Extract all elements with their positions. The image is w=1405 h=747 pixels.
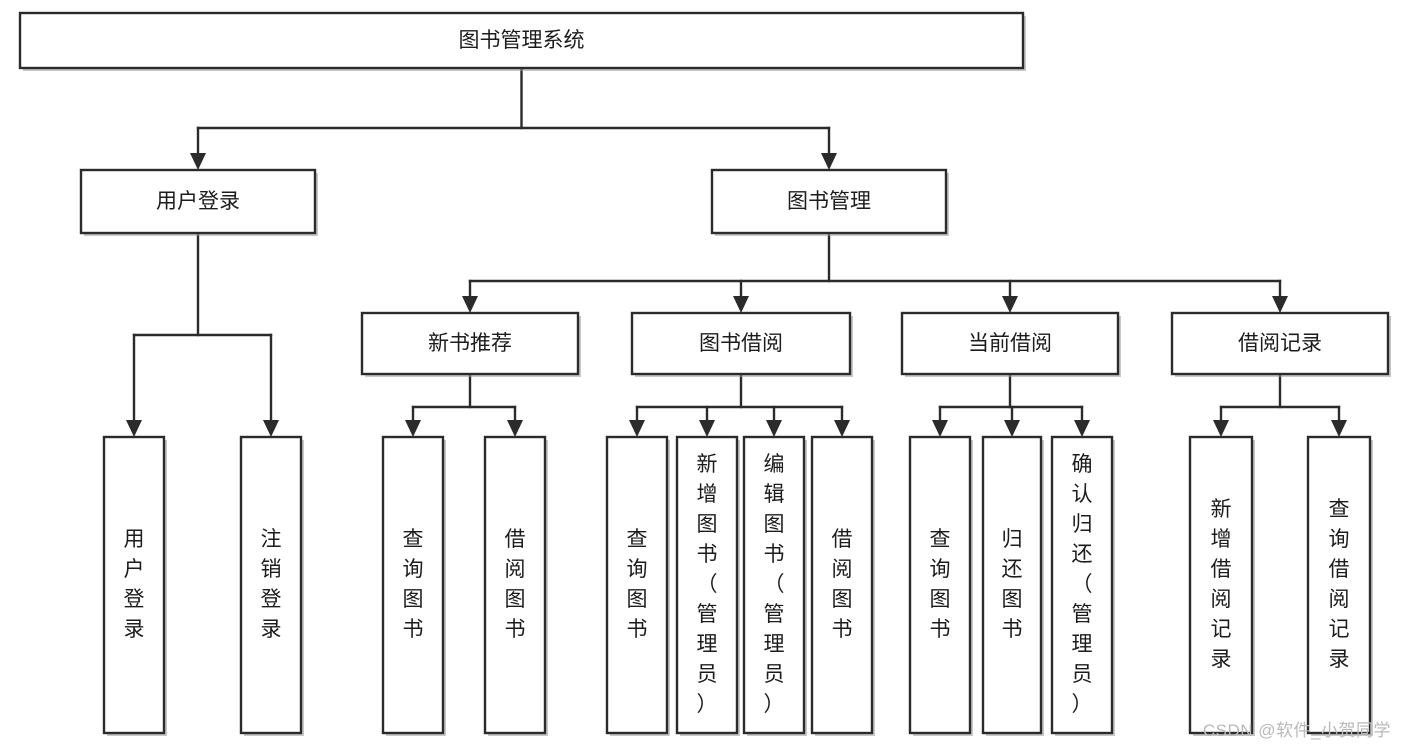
node-label: 用户登录	[124, 528, 145, 641]
node-new-book-recommend[interactable]: 新书推荐	[360, 311, 581, 377]
node-leaf-query-record[interactable]: 查询借阅记录	[1306, 435, 1373, 736]
arrow-head-icon	[462, 296, 478, 313]
node-label: 查询图书	[627, 528, 648, 641]
node-box[interactable]	[18, 11, 1025, 70]
node-leaf-edit-book[interactable]: 编辑图书（管理员）	[742, 435, 807, 736]
node-label: 查询图书	[403, 528, 424, 641]
node-leaf-borrow-book-1[interactable]: 借阅图书	[483, 435, 548, 736]
node-box[interactable]	[1306, 435, 1372, 735]
node-label: 图书管理系统	[459, 29, 585, 52]
node-label: 图书管理	[787, 190, 871, 213]
node-leaf-borrow-book-2[interactable]: 借阅图书	[810, 435, 875, 736]
node-box[interactable]	[742, 435, 806, 735]
arrow-head-icon	[1331, 420, 1347, 437]
node-leaf-logout[interactable]: 注销登录	[239, 435, 304, 736]
node-leaf-query-book-1[interactable]: 查询图书	[381, 435, 446, 736]
arrow-head-icon	[766, 420, 782, 437]
arrow-head-icon	[1074, 420, 1090, 437]
node-leaf-user-login[interactable]: 用户登录	[102, 435, 167, 736]
node-leaf-add-record[interactable]: 新增借阅记录	[1188, 435, 1255, 736]
node-user-login[interactable]: 用户登录	[79, 168, 318, 236]
arrow-head-icon	[629, 420, 645, 437]
node-box[interactable]	[360, 311, 580, 376]
node-label: 新增借阅记录	[1211, 498, 1232, 671]
node-box[interactable]	[1050, 435, 1114, 735]
arrow-head-icon	[263, 420, 279, 437]
node-label: 新增图书（管理员）	[697, 453, 718, 716]
arrow-head-icon	[932, 420, 948, 437]
node-layer: 图书管理系统用户登录图书管理新书推荐图书借阅当前借阅借阅记录用户登录注销登录查询…	[18, 11, 1391, 736]
node-book-borrow[interactable]: 图书借阅	[630, 311, 853, 377]
watermark: CSDN @软件_小贺同学	[1202, 721, 1391, 740]
node-leaf-confirm-return[interactable]: 确认归还（管理员）	[1050, 435, 1115, 736]
node-label: 用户登录	[156, 190, 240, 213]
node-box[interactable]	[981, 435, 1043, 735]
node-box[interactable]	[630, 311, 852, 376]
arrow-head-icon	[405, 420, 421, 437]
node-box[interactable]	[900, 311, 1120, 376]
node-box[interactable]	[908, 435, 972, 735]
node-leaf-query-book-2[interactable]: 查询图书	[605, 435, 670, 736]
node-label: 借阅记录	[1238, 332, 1322, 355]
node-label: 当前借阅	[968, 332, 1052, 355]
node-label: 图书借阅	[699, 332, 783, 355]
node-label: 查询借阅记录	[1329, 498, 1350, 671]
arrow-head-icon	[733, 296, 749, 313]
node-box[interactable]	[483, 435, 547, 735]
node-current-borrow[interactable]: 当前借阅	[900, 311, 1121, 377]
arrow-head-icon	[190, 153, 206, 170]
node-label: 新书推荐	[428, 332, 512, 355]
node-label: 编辑图书（管理员）	[764, 453, 785, 716]
node-label: 确认归还（管理员）	[1072, 453, 1093, 716]
arrow-head-icon	[699, 420, 715, 437]
node-label: 归还图书	[1002, 528, 1023, 641]
arrow-head-icon	[1213, 420, 1229, 437]
arrow-head-icon	[1272, 296, 1288, 313]
node-box[interactable]	[239, 435, 303, 735]
node-box[interactable]	[1188, 435, 1254, 735]
arrow-head-icon	[126, 420, 142, 437]
node-label: 借阅图书	[505, 528, 526, 641]
node-book-manage[interactable]: 图书管理	[710, 168, 949, 236]
node-label: 借阅图书	[832, 528, 853, 641]
arrow-head-icon	[821, 153, 837, 170]
node-box[interactable]	[381, 435, 445, 735]
node-leaf-query-book-3[interactable]: 查询图书	[908, 435, 973, 736]
arrow-head-icon	[507, 420, 523, 437]
node-box[interactable]	[710, 168, 948, 235]
node-box[interactable]	[675, 435, 739, 735]
node-box[interactable]	[79, 168, 317, 235]
connector-layer	[126, 66, 1347, 437]
node-label: 查询图书	[930, 528, 951, 641]
node-box[interactable]	[605, 435, 669, 735]
node-borrow-record[interactable]: 借阅记录	[1170, 311, 1391, 377]
arrow-head-icon	[1004, 420, 1020, 437]
node-box[interactable]	[102, 435, 166, 735]
node-box[interactable]	[1170, 311, 1390, 376]
node-leaf-add-book[interactable]: 新增图书（管理员）	[675, 435, 740, 736]
arrow-head-icon	[834, 420, 850, 437]
node-root[interactable]: 图书管理系统	[18, 11, 1026, 71]
node-leaf-return-book[interactable]: 归还图书	[981, 435, 1044, 736]
arrow-head-icon	[1002, 296, 1018, 313]
node-box[interactable]	[810, 435, 874, 735]
node-label: 注销登录	[261, 528, 282, 641]
